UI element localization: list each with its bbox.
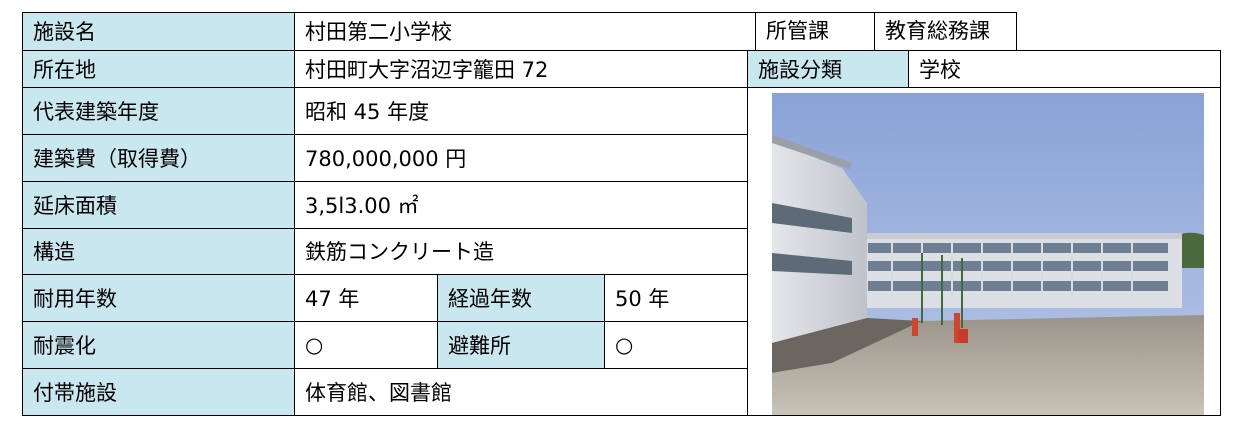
structure-label: 構造: [22, 227, 295, 276]
row-floor-area: 延床面積 3,5l3.00 ㎡: [22, 180, 1221, 229]
structure-value: 鉄筋コンクリート造: [294, 227, 748, 276]
category-value: 学校: [908, 49, 1221, 88]
row-seismic: 耐震化 ○ 避難所 ○: [22, 321, 1221, 370]
annex-label: 付帯施設: [22, 368, 295, 416]
seismic-label: 耐震化: [22, 321, 295, 370]
row-location: 所在地 村田町大字沼辺字籠田 72 施設分類 学校: [22, 49, 1221, 88]
floor-area-value: 3,5l3.00 ㎡: [294, 180, 748, 229]
photo-cell: [747, 87, 1221, 416]
row-service-life: 耐用年数 47 年 経過年数 50 年: [22, 274, 1221, 323]
annex-value: 体育館、図書館: [294, 368, 748, 416]
row-name: 施設名 村田第二小学校 所管課 教育総務課: [22, 12, 1221, 51]
seismic-value: ○: [294, 321, 438, 370]
school-building-photo: [772, 93, 1204, 415]
cost-label: 建築費（取得費）: [22, 133, 295, 182]
shelter-value: ○: [604, 321, 748, 370]
row-annex: 付帯施設 体育館、図書館: [22, 368, 1221, 416]
facility-info-table: 施設名 村田第二小学校 所管課 教育総務課 所在地 村田町大字沼辺字籠田 72 …: [22, 12, 1221, 416]
name-value: 村田第二小学校: [294, 12, 756, 51]
department-cell: 所管課 教育総務課: [755, 12, 1017, 51]
row-cost: 建築費（取得費） 780,000,000 円: [22, 133, 1221, 182]
row-structure: 構造 鉄筋コンクリート造: [22, 227, 1221, 276]
elapsed-years-label: 経過年数: [437, 274, 605, 323]
elapsed-years-value: 50 年: [604, 274, 748, 323]
department-label: 所管課: [757, 13, 875, 50]
cost-value: 780,000,000 円: [294, 133, 748, 182]
built-year-value: 昭和 45 年度: [294, 87, 748, 135]
built-year-label: 代表建築年度: [22, 87, 295, 135]
location-label: 所在地: [22, 49, 295, 88]
service-life-label: 耐用年数: [22, 274, 295, 323]
row-built-year: 代表建築年度 昭和 45 年度: [22, 87, 1221, 416]
service-life-value: 47 年: [294, 274, 438, 323]
floor-area-label: 延床面積: [22, 180, 295, 229]
name-label: 施設名: [22, 12, 295, 51]
department-value: 教育総務課: [885, 19, 990, 43]
shelter-label: 避難所: [437, 321, 605, 370]
location-value: 村田町大字沼辺字籠田 72: [294, 49, 748, 88]
category-label: 施設分類: [747, 49, 909, 88]
